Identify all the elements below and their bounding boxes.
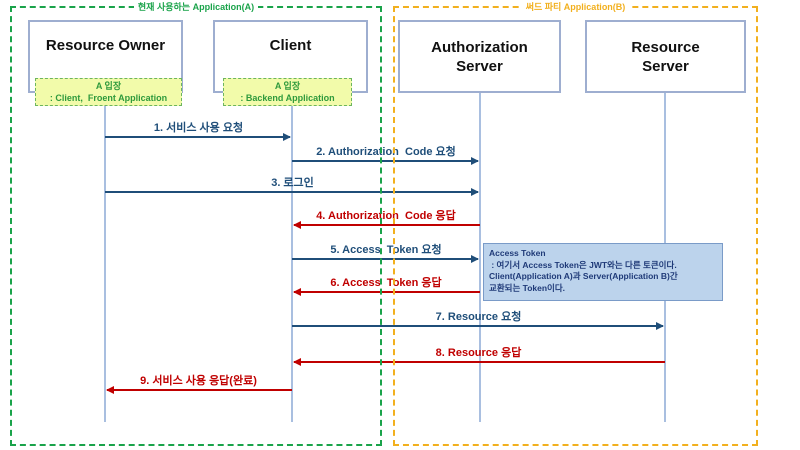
message-label-9: 9. 서비스 사용 응답(완료) [140,373,257,387]
access-token-note-line1: : 여기서 Access Token은 JWT와는 다른 토큰이다. [489,259,677,270]
message-label-5: 5. Access Token 요청 [330,242,441,256]
message-label-4: 4. Authorization Code 응답 [316,208,456,222]
resource-server-actor: Resource Server [585,20,746,93]
message-label-3: 3. 로그인 [271,175,314,189]
authorization-server-label-line1: Authorization [431,38,528,56]
application-b-group: 써드 파티 Application(B) [393,2,758,446]
message-label-1: 1. 서비스 사용 요청 [154,120,243,134]
client-note-line2: : Backend Application [240,93,335,103]
message-label-6: 6. Access Token 응답 [330,275,441,289]
access-token-note-line2: Client(Application A)과 Server(Applicatio… [489,271,678,281]
client-note-line1: A 입장 [274,81,301,91]
authorization-server-actor: Authorization Server [398,20,561,93]
messages: 1. 서비스 사용 요청 2. Authorization Code 요청 3. 로… [105,120,665,394]
resource-owner-note: A 입장 : Client, Froent Application [35,78,182,106]
resource-owner-note-line1: A 입장 [95,81,122,91]
resource-server-label-line1: Resource [631,38,700,56]
resource-server-label-line2: Server [642,57,689,75]
application-b-label: 써드 파티 Application(B) [521,2,630,12]
authorization-server-label-line2: Server [456,57,503,75]
client-label: Client [269,37,312,54]
message-label-7: 7. Resource 요청 [436,309,522,323]
resource-owner-note-line2: : Client, Froent Application [49,93,168,103]
client-note: A 입장 : Backend Application [223,78,352,106]
access-token-note-line3: 교환되는 Token이다. [489,282,566,293]
resource-owner-label: Resource Owner [45,37,166,54]
message-label-8: 8. Resource 응답 [436,345,522,359]
message-label-2: 2. Authorization Code 요청 [316,144,456,158]
application-a-group: 현재 사용하는 Application(A) [10,2,382,446]
access-token-note: Access Token : 여기서 Access Token은 JWT와는 다… [483,243,723,301]
application-a-label: 현재 사용하는 Application(A) [133,2,259,12]
access-token-note-title: Access Token [489,248,546,258]
